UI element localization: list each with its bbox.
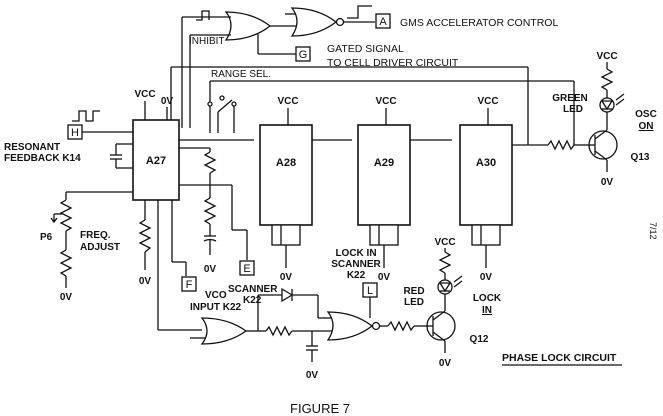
chip-a28 (259, 124, 313, 226)
gated-signal-sub-label: TO CELL DRIVER CIRCUIT (327, 57, 459, 69)
p6-label: P6 (40, 232, 53, 243)
a28-vcc-label: VCC (277, 96, 298, 107)
lock-in-scanner-sub-label: SCANNER (331, 259, 381, 270)
adjust-label: ADJUST (80, 242, 120, 253)
a29-vcc-label: VCC (375, 96, 396, 107)
a30-gnd-label: 0V (480, 272, 493, 283)
vco-input-label: INPUT K22 (190, 302, 242, 313)
lock-in-scanner-label: LOCK IN (335, 248, 376, 259)
red-led-label: RED (403, 286, 424, 297)
freq-label: FREQ. (80, 230, 111, 241)
figure-caption: FIGURE 7 (290, 401, 350, 416)
a27-bottom-gnd-label: 0V (139, 276, 152, 287)
p6-gnd-label: 0V (60, 292, 73, 303)
test-point-f (181, 276, 197, 292)
chip-a30 (459, 124, 513, 226)
green-led-sub-label: LED (563, 104, 583, 115)
side-note: 7/12 (648, 222, 658, 240)
q13-vcc-label: VCC (596, 51, 617, 62)
a27-gnd-label: 0V (161, 96, 174, 107)
green-led-label: GREEN (552, 93, 588, 104)
chip-a29-label: A29 (374, 157, 394, 169)
lock-in-scanner-k22-label: K22 (347, 270, 366, 281)
q12-label: Q12 (470, 334, 489, 345)
lock-label: LOCK (473, 293, 502, 304)
test-point-e (239, 260, 255, 276)
chip-a30-label: A30 (476, 157, 496, 169)
test-point-g-label: G (299, 49, 308, 61)
a29-gnd-label: 0V (378, 272, 391, 283)
test-point-e-label: E (243, 263, 250, 275)
chip-a28-label: A28 (276, 157, 296, 169)
or-gate-vco (200, 317, 248, 345)
test-point-l-label: L (367, 285, 373, 297)
transistor-q13 (588, 130, 618, 160)
a28-gnd-label: 0V (280, 272, 293, 283)
red-led-sub-label: LED (404, 297, 424, 308)
a30-vcc-label: VCC (477, 96, 498, 107)
lock-in-label: IN (482, 305, 492, 316)
feedback-k14-label: FEEDBACK K14 (4, 153, 81, 164)
osc-on-label: ON (639, 121, 654, 132)
vco-label: VCO (205, 290, 227, 301)
test-point-a-label: A (379, 16, 387, 28)
vco-cap-gnd-label: 0V (306, 370, 319, 381)
resonant-label: RESONANT (4, 142, 60, 153)
gms-accelerator-control-label: GMS ACCELERATOR CONTROL (400, 17, 558, 29)
or-gate-inhibit (224, 11, 272, 41)
test-point-g (295, 46, 311, 62)
osc-label: OSC (635, 109, 657, 120)
test-point-l (362, 282, 378, 298)
scanner-label: SCANNER (228, 284, 278, 295)
gated-signal-label: GATED SIGNAL (327, 43, 404, 55)
q13-gnd-label: 0V (601, 177, 614, 188)
test-point-h-label: H (71, 127, 79, 139)
test-point-f-label: F (186, 279, 193, 291)
q13-label: Q13 (631, 152, 650, 163)
q12-vcc-label: VCC (434, 237, 455, 248)
chip-a29 (357, 124, 411, 226)
a27-cap-gnd-label: 0V (204, 264, 217, 275)
a27-vcc-label: VCC (134, 89, 155, 100)
test-point-a (375, 13, 391, 29)
circuit-label: PHASE LOCK CIRCUIT (502, 352, 617, 364)
inhibit-label: INHIBIT (189, 36, 225, 47)
transistor-q12 (426, 311, 456, 341)
q12-gnd-label: 0V (439, 358, 452, 369)
chip-a27-label: A27 (146, 155, 166, 167)
range-sel-label: RANGE SEL. (211, 69, 271, 80)
scanner-k22-label: K22 (243, 295, 262, 306)
chip-a27 (132, 119, 180, 201)
nor-gate-gms (290, 7, 338, 37)
nand-gate-lock (326, 311, 374, 341)
